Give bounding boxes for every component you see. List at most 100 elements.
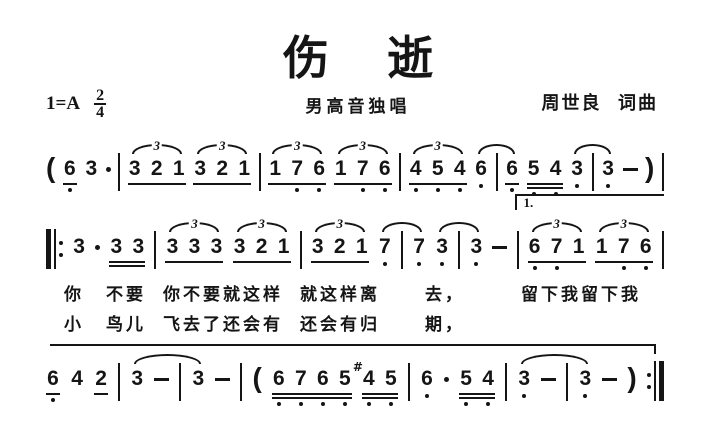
repeat-dots: [646, 361, 651, 401]
note-digit: 1: [238, 157, 251, 180]
beam-line: [232, 261, 291, 263]
note: 6: [63, 157, 77, 181]
low-octave-dot: [479, 184, 484, 188]
beam-lines: [127, 183, 186, 185]
note-digits: 4: [70, 367, 84, 391]
composer-credit: 周世良 词曲: [541, 93, 658, 114]
low-octave-dot: [413, 188, 418, 192]
note: 7: [294, 367, 308, 391]
rhythm-dot: [105, 167, 111, 172]
beam-line: [109, 261, 146, 263]
note: 3: [435, 235, 449, 259]
octave-dot-cell: [294, 402, 308, 406]
octave-dot-cell: [272, 402, 286, 406]
beam-line: [127, 183, 186, 185]
note: 6: [316, 367, 330, 391]
note-digits: 3: [435, 235, 449, 259]
octave-dots-row: [420, 394, 434, 398]
key-signature-text: 1=A: [46, 93, 81, 114]
lyric-segment: 就这样离: [300, 285, 380, 305]
note: 3: [601, 157, 615, 181]
repeat-end-sign: [646, 361, 664, 401]
note-group: 6: [474, 157, 488, 188]
triplet-arc: 3: [197, 139, 248, 154]
duration-dash: [492, 246, 508, 249]
note-digits: 3: [130, 367, 144, 391]
barline: [118, 363, 121, 401]
note: 1: [595, 235, 609, 259]
beam-line: [526, 187, 563, 189]
note-digit: 7: [550, 235, 563, 258]
note: 6: [505, 157, 519, 181]
low-octave-dot: [435, 188, 440, 192]
octave-dots-row: [412, 262, 426, 266]
note-digit: 1: [269, 157, 282, 180]
beam-line: [46, 393, 60, 395]
note-digit: 1: [172, 157, 185, 180]
triplet-number: 3: [151, 138, 162, 153]
barline: [495, 153, 498, 191]
octave-dots-row: [63, 188, 77, 192]
barline: [240, 363, 243, 401]
note: 6: [474, 157, 488, 181]
note: 3: [209, 235, 223, 259]
octave-dot-cell: [453, 188, 467, 192]
note-digit: 5: [431, 157, 444, 180]
lyric-segment: 去，: [425, 285, 465, 305]
barline: [516, 231, 519, 269]
note-digit: 3: [85, 157, 98, 180]
note: 6: [312, 157, 326, 181]
octave-dots-row: [362, 402, 398, 406]
low-octave-dot: [643, 266, 648, 270]
note: 3: [191, 367, 205, 391]
lyric-segment: 飞去了还会有: [163, 315, 283, 335]
note-digit: 3: [110, 235, 123, 258]
beam-lines: [271, 393, 352, 399]
beam-lines: [193, 183, 252, 185]
beam-line: [271, 393, 352, 395]
note-digit: 1: [595, 235, 608, 258]
barline: [661, 231, 664, 269]
note-group: 3: [84, 157, 98, 181]
note-digit: 5: [460, 367, 472, 390]
octave-dot-cell: [312, 188, 326, 192]
low-octave-dot: [474, 262, 479, 266]
note: 1: [268, 157, 282, 181]
note-digits: 3: [191, 367, 205, 391]
octave-dot-cell: [409, 188, 423, 192]
close-paren: ): [627, 362, 637, 393]
note-digits: 2: [94, 367, 108, 391]
note-group: 3: [130, 367, 144, 391]
note-digit: 4: [71, 367, 83, 390]
note: 5: [459, 367, 473, 391]
triplet-number: 3: [291, 138, 303, 153]
repeat-dot: [646, 373, 651, 377]
note-digit: 3: [470, 235, 483, 258]
note-digit: 7: [617, 235, 630, 258]
lyric-segment: 你: [64, 285, 84, 305]
octave-dot-cell: [517, 394, 531, 398]
low-octave-dot: [298, 402, 303, 406]
beam-line: [526, 183, 563, 185]
low-octave-dot: [532, 266, 537, 270]
octave-dot-cell: [431, 188, 445, 192]
octave-dot-cell: [435, 262, 449, 266]
repeat-dot: [59, 241, 63, 245]
note-digits: 6: [63, 157, 77, 181]
tie-arc: [521, 354, 589, 364]
octave-dots-row: [469, 262, 483, 266]
beam-lines: [62, 183, 77, 185]
octave-dot-cell: [63, 188, 77, 192]
note-digit: 4: [409, 157, 422, 180]
low-octave-dot: [295, 188, 300, 192]
note-digits: 3: [578, 367, 592, 391]
low-octave-dot: [440, 262, 445, 266]
note: 3: [72, 235, 86, 259]
